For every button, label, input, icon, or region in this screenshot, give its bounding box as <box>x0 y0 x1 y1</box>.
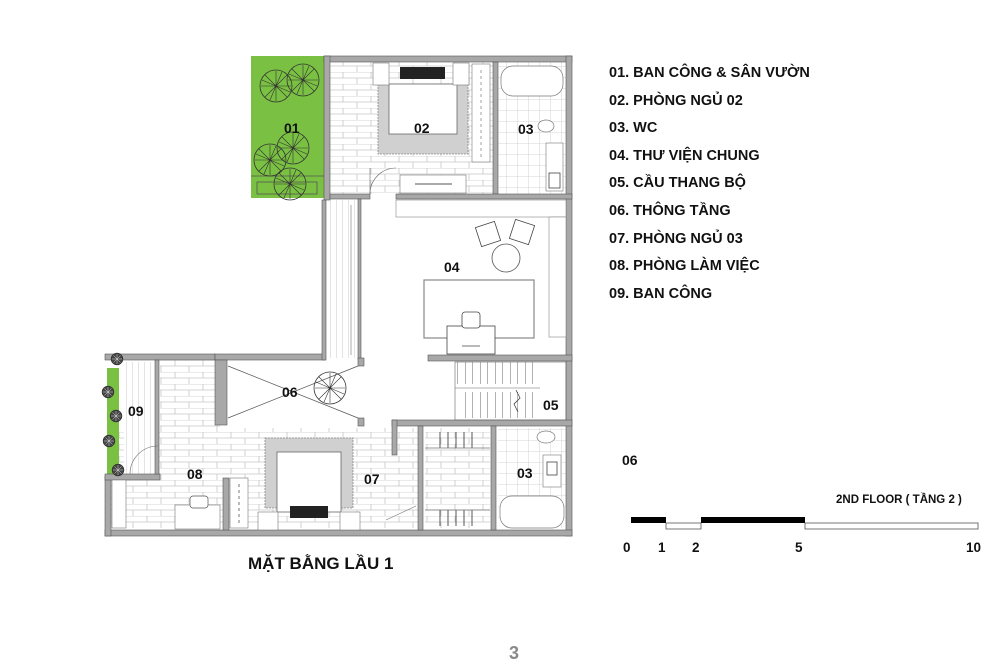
scale-tick-2: 2 <box>692 540 700 555</box>
page-number: 3 <box>509 643 520 663</box>
room-label-03-bottom: 03 <box>517 465 533 481</box>
room-label-08: 08 <box>187 466 203 482</box>
legend-item: 02. PHÒNG NGỦ 02 <box>609 92 743 109</box>
room-label-04: 04 <box>444 259 460 275</box>
room-label-09: 09 <box>128 403 144 419</box>
scale-tick-5: 5 <box>795 540 803 555</box>
room-label-03-top: 03 <box>518 121 534 137</box>
room-label-07: 07 <box>364 471 380 487</box>
scale-tick-1: 1 <box>658 540 666 555</box>
round-table <box>491 243 521 273</box>
legend-item: 07. PHÒNG NGỦ 03 <box>609 230 743 247</box>
bed-bedroom-02 <box>388 83 458 135</box>
scale-tick-10: 10 <box>966 540 982 555</box>
scale-tick-0: 0 <box>623 540 631 555</box>
legend-item: 03. WC <box>609 120 658 137</box>
scale-bar <box>631 517 979 530</box>
legend-item: 09. BAN CÔNG <box>609 285 713 302</box>
plan-title: MẶT BẰNG LẦU 1 <box>248 554 394 573</box>
legend-item: 06. THÔNG TẦNG <box>609 202 731 219</box>
legend-item: 05. CẦU THANG BỘ <box>609 175 746 192</box>
legend-item: 01. BAN CÔNG & SÂN VƯỜN <box>609 65 810 81</box>
room-label-06: 06 <box>282 384 298 400</box>
room-label-05: 05 <box>543 397 559 413</box>
legend-item: 04. THƯ VIỆN CHUNG <box>609 147 760 164</box>
room-label-02: 02 <box>414 120 430 136</box>
legend-item: 08. PHÒNG LÀM VIỆC <box>609 258 760 275</box>
section-label: 06 <box>622 452 638 468</box>
room-label-01: 01 <box>284 120 300 136</box>
room-legend: 01. BAN CÔNG & SÂN VƯỜN 02. PHÒNG NGỦ 02… <box>609 64 810 312</box>
bed-bedroom-07 <box>276 451 342 513</box>
scale-bar-caption: 2ND FLOOR ( TẦNG 2 ) <box>836 494 962 506</box>
